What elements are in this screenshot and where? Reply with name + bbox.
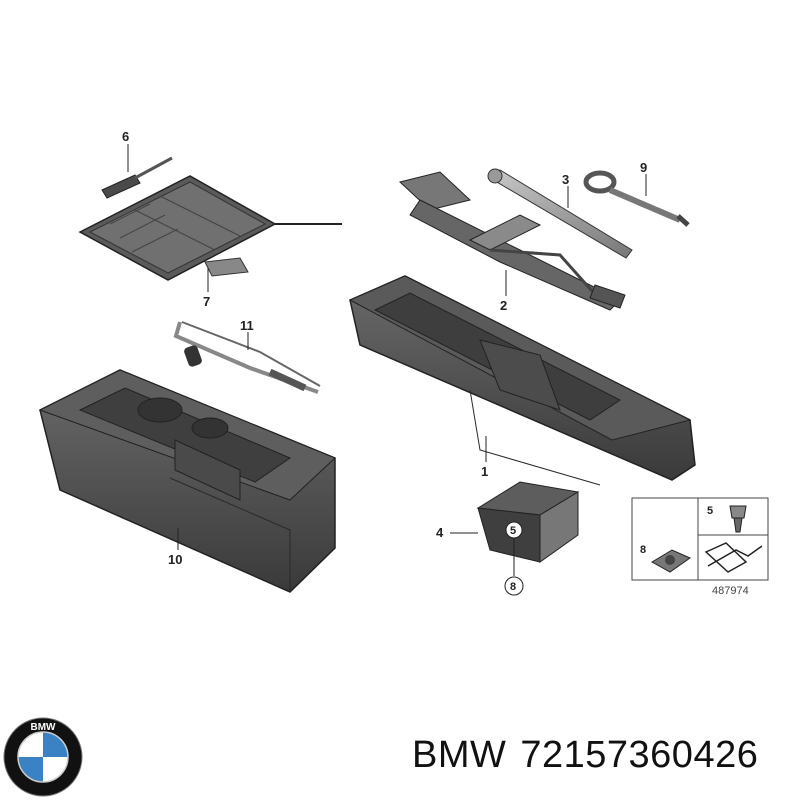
brand-name: BMW [412, 734, 507, 776]
callout-9: 9 [640, 160, 647, 175]
screwdriver-part [101, 156, 173, 199]
fastener-inset: 5 8 [631, 497, 769, 581]
holder-clip-part [476, 481, 580, 563]
callout-1: 1 [481, 464, 488, 479]
lug-rod-part [583, 170, 690, 227]
reference-number: 487974 [712, 585, 749, 597]
callout-7: 7 [203, 294, 210, 309]
callout-11: 11 [240, 318, 254, 333]
jack-tray-part [348, 275, 696, 486]
part-number: 72157360426 [520, 734, 759, 776]
inset-callout-5: 5 [707, 505, 713, 517]
scissor-jack-part [398, 171, 626, 311]
part-title: BMW 72157360426 [412, 734, 772, 777]
crank-rod-part [173, 321, 321, 394]
tool-tray-part [38, 369, 336, 593]
callout-10: 10 [168, 552, 182, 567]
tool-bag-part [78, 175, 342, 281]
brand-logo: BMW [3, 717, 83, 797]
wrench-part [487, 168, 633, 259]
callout-8: 8 [510, 581, 516, 593]
inset-callout-8: 8 [640, 544, 646, 556]
callout-6: 6 [122, 129, 129, 144]
callout-3: 3 [562, 172, 569, 187]
callout-4: 4 [436, 525, 444, 540]
callout-2: 2 [500, 298, 507, 313]
callout-4-sub-5: 5 [510, 525, 516, 537]
callout-circle-8 [504, 576, 524, 596]
logo-lettering: BMW [31, 722, 57, 733]
